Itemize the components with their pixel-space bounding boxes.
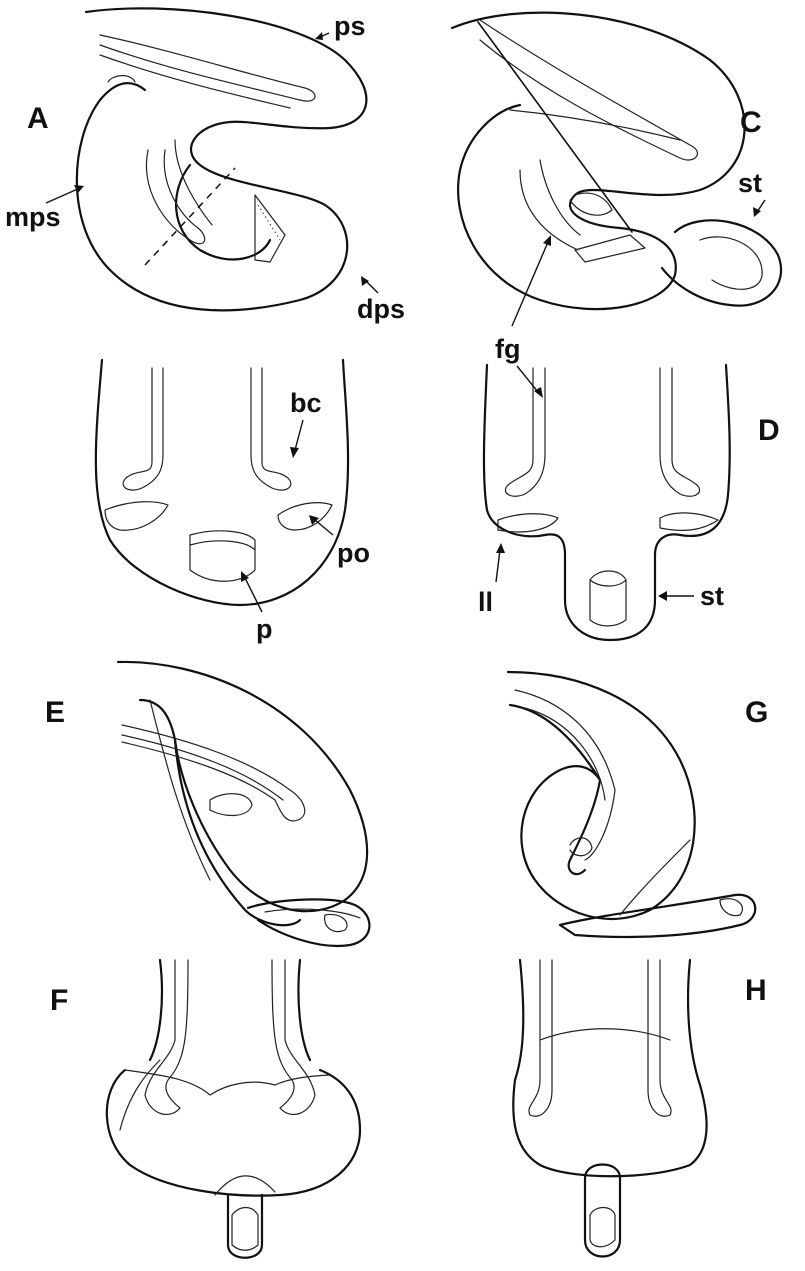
panel-label-d: D <box>758 414 780 447</box>
label-ps: ps <box>334 11 366 41</box>
label-st-d: st <box>700 581 724 611</box>
label-fg: fg <box>495 334 520 364</box>
panel-label-c: C <box>740 106 762 139</box>
panel-h-drawing <box>513 960 706 1257</box>
panel-label-h: H <box>745 974 767 1007</box>
panel-c-drawing <box>452 13 781 309</box>
panel-d-drawing <box>484 365 730 640</box>
panel-f-drawing <box>107 960 360 1258</box>
label-ll: ll <box>478 587 493 617</box>
label-mps: mps <box>5 202 61 232</box>
panel-label-f: F <box>50 984 68 1017</box>
panel-e-drawing <box>118 662 369 946</box>
panel-label-e: E <box>45 696 65 729</box>
panel-label-g: G <box>745 696 768 729</box>
label-po: po <box>337 538 370 568</box>
label-dps: dps <box>357 294 405 324</box>
label-bc: bc <box>290 388 322 418</box>
panel-a-drawing <box>77 8 367 310</box>
panel-label-a: A <box>27 102 49 135</box>
panel-g-drawing <box>508 672 755 937</box>
label-st-c: st <box>738 168 762 198</box>
label-p: p <box>256 614 273 644</box>
